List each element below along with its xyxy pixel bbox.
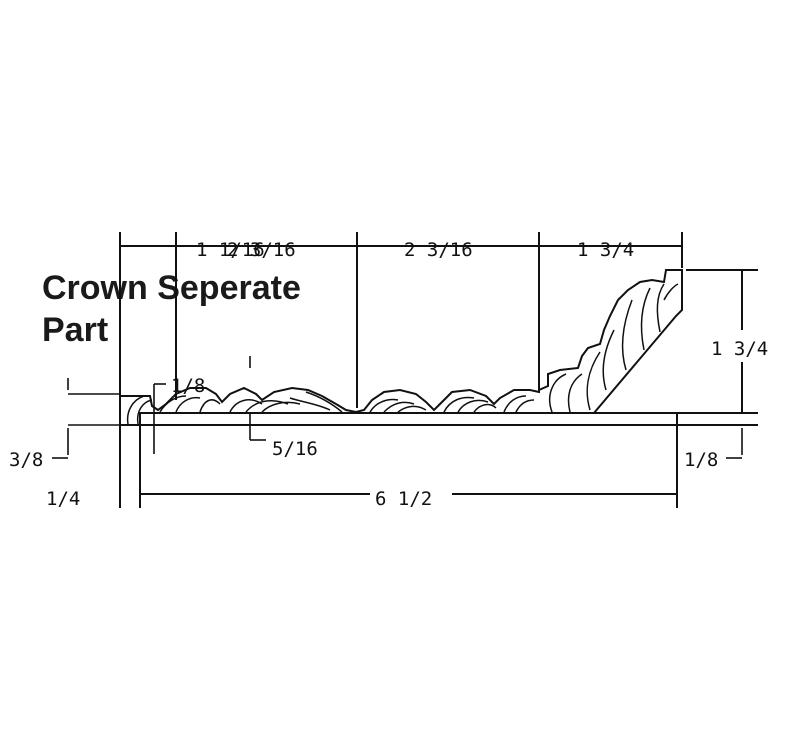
title-line-1: Crown Seperate <box>42 269 301 307</box>
left-small-markers <box>67 356 266 454</box>
dim-top-d: 1 3/4 <box>577 239 634 261</box>
dim-top-c: 2 3/16 <box>404 239 473 261</box>
dim-small-left: 1/8 <box>171 375 205 397</box>
dim-top-a: 1 1/16 <box>196 239 265 261</box>
dim-mid-depth: 5/16 <box>272 438 318 460</box>
dim-right-lip: 1/8 <box>684 449 718 471</box>
title-line-2: Part <box>42 311 108 349</box>
dim-left-offset: 1/4 <box>46 488 80 510</box>
dim-overall-width: 6 1/2 <box>375 488 432 510</box>
left-height-dimension <box>52 424 120 459</box>
right-lip-dimension <box>726 428 743 459</box>
base-plate <box>120 412 758 426</box>
dim-left-height: 3/8 <box>9 449 43 471</box>
molding-profile <box>119 269 683 425</box>
top-dimension-chain <box>119 232 683 408</box>
dim-right-height: 1 3/4 <box>711 338 768 360</box>
bottom-dimensions <box>119 425 678 508</box>
dim-top-b: 2 3/16 <box>227 239 296 261</box>
